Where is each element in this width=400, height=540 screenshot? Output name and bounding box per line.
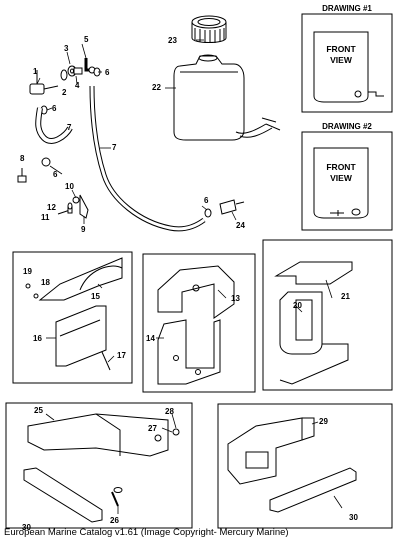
fitting-8 bbox=[17, 168, 27, 183]
image-caption: European Marine Catalog v1.61 (Image Cop… bbox=[4, 527, 289, 538]
callout-5: 5 bbox=[84, 35, 89, 44]
drawing-1-front-label: FRONT bbox=[326, 44, 356, 54]
cap-23 bbox=[191, 15, 227, 43]
hose-7-short bbox=[35, 107, 73, 144]
callout-17: 17 bbox=[117, 351, 126, 360]
drawing-1-view-label: VIEW bbox=[330, 55, 353, 65]
callout-10: 10 bbox=[65, 182, 74, 191]
callout-22: 22 bbox=[152, 83, 161, 92]
callout-25: 25 bbox=[34, 406, 43, 415]
callout-1: 1 bbox=[33, 67, 38, 76]
fitting-24 bbox=[219, 199, 245, 215]
washer-12 bbox=[67, 202, 73, 210]
callout-6-lower: 6 bbox=[53, 170, 58, 179]
reservoir-22 bbox=[173, 54, 281, 141]
drawing-2-front-label: FRONT bbox=[326, 162, 356, 172]
callout-4: 4 bbox=[75, 81, 80, 90]
callout-11: 11 bbox=[41, 213, 50, 222]
callout-12: 12 bbox=[47, 203, 56, 212]
callout-20: 20 bbox=[293, 301, 302, 310]
panel-20-21 bbox=[262, 239, 393, 391]
drawing-2-view-label: VIEW bbox=[330, 173, 353, 183]
callout-26: 26 bbox=[110, 516, 119, 525]
callout-8: 8 bbox=[20, 154, 25, 163]
panel-13-14 bbox=[142, 253, 256, 393]
drawing-2-box bbox=[301, 131, 393, 231]
callout-15: 15 bbox=[91, 292, 100, 301]
callout-14: 14 bbox=[146, 334, 155, 343]
callout-16: 16 bbox=[33, 334, 42, 343]
callout-27: 27 bbox=[148, 424, 157, 433]
clamp-6-lower-right bbox=[204, 208, 212, 218]
callout-23: 23 bbox=[168, 36, 177, 45]
bracket-9 bbox=[79, 194, 89, 219]
callout-7-long: 7 bbox=[112, 143, 117, 152]
callout-30-left: 30 bbox=[22, 523, 31, 532]
callout-2: 2 bbox=[62, 88, 67, 97]
callout-30-right: 30 bbox=[349, 513, 358, 522]
drawing-2-title: DRAWING #2 bbox=[322, 122, 372, 131]
panel-29-30 bbox=[217, 403, 393, 529]
drawing-1-box bbox=[301, 13, 393, 113]
clamp-6-lower bbox=[41, 157, 51, 167]
callout-28: 28 bbox=[165, 407, 174, 416]
fitting-4 bbox=[73, 67, 83, 75]
callout-29: 29 bbox=[319, 417, 328, 426]
leader-lines bbox=[36, 39, 343, 514]
callout-24: 24 bbox=[236, 221, 245, 230]
callout-21: 21 bbox=[341, 292, 350, 301]
hose-7-long bbox=[89, 85, 206, 232]
callout-6-mid: 6 bbox=[52, 104, 57, 113]
clip-10 bbox=[72, 196, 80, 204]
callout-9: 9 bbox=[81, 225, 86, 234]
callout-13: 13 bbox=[231, 294, 240, 303]
panel-15-19 bbox=[12, 251, 133, 384]
callout-6-top: 6 bbox=[105, 68, 110, 77]
callout-19: 19 bbox=[23, 267, 32, 276]
callout-6-right: 6 bbox=[204, 196, 209, 205]
panel-25-28 bbox=[5, 402, 193, 529]
callout-3: 3 bbox=[64, 44, 69, 53]
callout-7-short: 7 bbox=[67, 123, 72, 132]
washer-2 bbox=[60, 69, 68, 81]
drawing-1-title: DRAWING #1 bbox=[322, 4, 372, 13]
callout-18: 18 bbox=[41, 278, 50, 287]
